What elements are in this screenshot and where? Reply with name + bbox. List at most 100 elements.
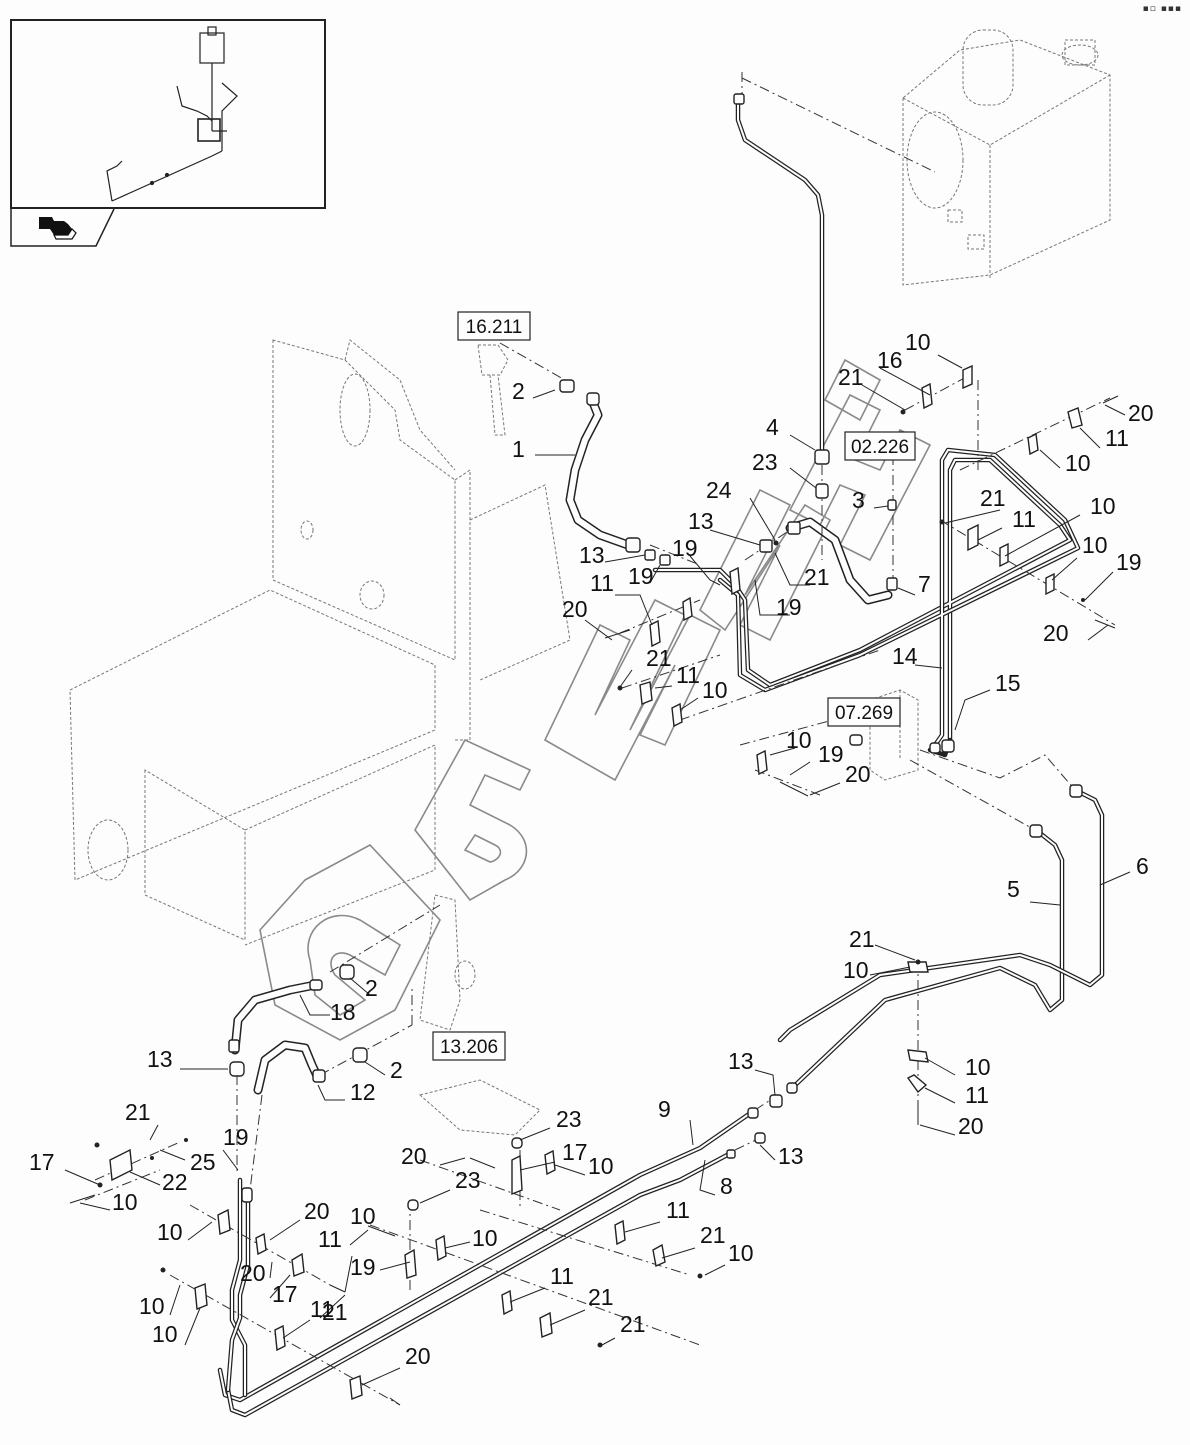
callout-12[interactable]: 12 bbox=[317, 1079, 376, 1105]
leader-line bbox=[269, 1261, 273, 1279]
callout-17[interactable]: 17 bbox=[519, 1139, 588, 1171]
callout-20[interactable]: 20 bbox=[401, 1143, 466, 1169]
callout-13[interactable]: 13 bbox=[579, 542, 646, 568]
reference-box-13206[interactable]: 13.206 bbox=[432, 1031, 506, 1061]
callout-23[interactable]: 23 bbox=[519, 1106, 582, 1141]
callout-19[interactable]: 19 bbox=[754, 579, 802, 620]
callout-11[interactable]: 11 bbox=[1079, 425, 1129, 451]
callout-19[interactable]: 19 bbox=[1084, 549, 1142, 601]
callout-11[interactable]: 11 bbox=[977, 506, 1036, 541]
callout-number: 20 bbox=[562, 596, 588, 622]
callout-19[interactable]: 19 bbox=[672, 535, 721, 586]
callout-13[interactable]: 13 bbox=[147, 1046, 228, 1072]
callout-19[interactable]: 19 bbox=[350, 1254, 411, 1280]
callout-13[interactable]: 13 bbox=[688, 508, 761, 546]
callout-7[interactable]: 7 bbox=[897, 571, 931, 597]
callout-21[interactable]: 21 bbox=[619, 645, 672, 688]
callout-17[interactable]: 17 bbox=[269, 1274, 298, 1307]
hose-18 bbox=[230, 980, 320, 1055]
callout-10[interactable]: 10 bbox=[1051, 532, 1108, 581]
callout-21[interactable]: 21 bbox=[601, 1311, 646, 1346]
callout-10[interactable]: 10 bbox=[843, 957, 911, 983]
callout-21[interactable]: 21 bbox=[661, 1222, 726, 1259]
callout-10[interactable]: 10 bbox=[1039, 449, 1091, 476]
corner-mark: ▪▫ ▪▪▪ bbox=[1142, 4, 1182, 14]
callout-10[interactable]: 10 bbox=[344, 1203, 376, 1293]
callout-21[interactable]: 21 bbox=[944, 485, 1006, 524]
callout-10[interactable]: 10 bbox=[157, 1219, 213, 1245]
callout-23[interactable]: 23 bbox=[752, 449, 817, 489]
callout-11[interactable]: 11 bbox=[924, 1082, 989, 1108]
callout-21[interactable]: 21 bbox=[774, 552, 830, 590]
callout-10[interactable]: 10 bbox=[679, 677, 728, 711]
callout-20[interactable]: 20 bbox=[269, 1198, 330, 1241]
reference-box-07269[interactable]: 07.269 bbox=[827, 697, 901, 727]
callout-11[interactable]: 11 bbox=[624, 1197, 690, 1233]
callout-20[interactable]: 20 bbox=[919, 1113, 984, 1139]
callout-13[interactable]: 13 bbox=[759, 1143, 804, 1169]
callout-21[interactable]: 21 bbox=[838, 364, 906, 411]
callout-1[interactable]: 1 bbox=[512, 436, 575, 462]
callout-20[interactable]: 20 bbox=[361, 1343, 431, 1386]
fitting-4 bbox=[814, 449, 830, 465]
callout-9[interactable]: 9 bbox=[658, 1096, 694, 1146]
leader-line bbox=[749, 497, 776, 541]
callout-20[interactable]: 20 bbox=[809, 761, 871, 796]
callout-17[interactable]: 17 bbox=[29, 1149, 101, 1186]
callout-16[interactable]: 16 bbox=[877, 347, 931, 396]
callout-4[interactable]: 4 bbox=[766, 414, 816, 451]
callout-10[interactable]: 10 bbox=[444, 1225, 498, 1251]
callout-19[interactable]: 19 bbox=[789, 741, 844, 776]
reference-box-02226[interactable]: 02.226 bbox=[844, 431, 916, 461]
callout-10[interactable]: 10 bbox=[769, 727, 812, 756]
callout-10[interactable]: 10 bbox=[79, 1189, 138, 1215]
callout-5[interactable]: 5 bbox=[1007, 876, 1061, 906]
callout-6[interactable]: 6 bbox=[1099, 853, 1149, 886]
hose-7 bbox=[785, 517, 893, 605]
callout-14[interactable]: 14 bbox=[892, 643, 943, 669]
callout-2[interactable]: 2 bbox=[512, 378, 556, 404]
callout-21[interactable]: 21 bbox=[319, 1294, 348, 1325]
callout-23[interactable]: 23 bbox=[419, 1167, 481, 1204]
callout-21[interactable]: 21 bbox=[549, 1284, 614, 1326]
callout-10[interactable]: 10 bbox=[554, 1153, 614, 1179]
callout-19[interactable]: 19 bbox=[222, 1124, 249, 1171]
callout-19[interactable]: 19 bbox=[628, 563, 661, 589]
callout-10[interactable]: 10 bbox=[152, 1307, 201, 1347]
callout-21[interactable]: 21 bbox=[125, 1099, 159, 1141]
callout-10[interactable]: 10 bbox=[704, 1240, 754, 1276]
callout-10[interactable]: 10 bbox=[924, 1054, 991, 1080]
leader-line bbox=[869, 966, 911, 976]
nut-13-right bbox=[769, 1094, 783, 1108]
callout-8[interactable]: 8 bbox=[699, 1159, 733, 1199]
callout-22[interactable]: 22 bbox=[129, 1169, 188, 1195]
callout-11[interactable]: 11 bbox=[654, 662, 700, 689]
callout-20[interactable]: 20 bbox=[240, 1260, 273, 1286]
callout-11[interactable]: 11 bbox=[282, 1296, 334, 1339]
callout-11[interactable]: 11 bbox=[318, 1226, 369, 1252]
callout-3[interactable]: 3 bbox=[852, 487, 889, 513]
callout-10[interactable]: 10 bbox=[139, 1284, 181, 1319]
callout-11[interactable]: 11 bbox=[590, 570, 653, 626]
callout-15[interactable]: 15 bbox=[954, 670, 1021, 731]
back-nav-button[interactable] bbox=[10, 208, 116, 247]
callout-25[interactable]: 25 bbox=[159, 1149, 216, 1175]
callout-11[interactable]: 11 bbox=[509, 1263, 574, 1303]
callout-20[interactable]: 20 bbox=[1104, 400, 1154, 426]
callout-21[interactable]: 21 bbox=[849, 926, 916, 961]
callout-13[interactable]: 13 bbox=[728, 1048, 776, 1096]
callout-20[interactable]: 20 bbox=[1043, 620, 1109, 646]
back-arrow-icon bbox=[39, 217, 77, 240]
callout-10[interactable]: 10 bbox=[1004, 493, 1116, 557]
callout-18[interactable]: 18 bbox=[299, 994, 356, 1025]
callout-24[interactable]: 24 bbox=[706, 477, 776, 541]
callout-2[interactable]: 2 bbox=[364, 1057, 403, 1083]
reference-label: 16.211 bbox=[466, 317, 523, 338]
callout-20[interactable]: 20 bbox=[562, 596, 613, 641]
callout-2[interactable]: 2 bbox=[349, 975, 378, 1001]
callout-10[interactable]: 10 bbox=[905, 329, 963, 369]
reference-box-16211[interactable]: 16.211 bbox=[457, 311, 531, 341]
overview-thumbnail[interactable] bbox=[10, 19, 326, 209]
leader-line bbox=[349, 977, 371, 996]
leader-line bbox=[954, 689, 991, 731]
